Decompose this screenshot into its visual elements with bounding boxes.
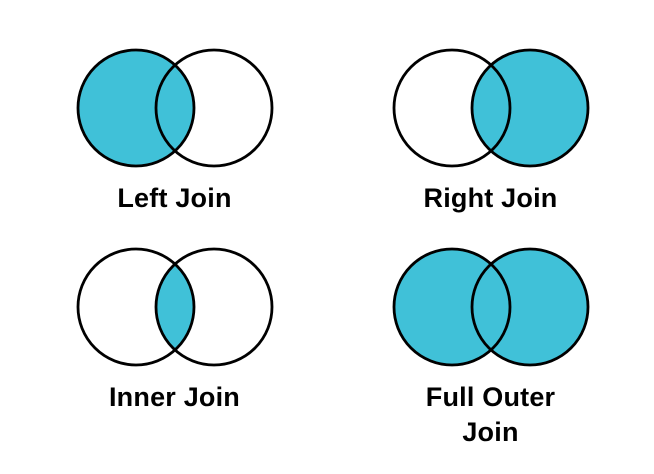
diagram-label-left-join: Left Join: [117, 183, 232, 213]
diagram-cell-inner-join: Inner Join: [0, 237, 327, 474]
diagram-cell-right-join: Right Join: [327, 0, 654, 237]
diagram-cell-full-outer-join: Full Outer Join: [327, 237, 654, 474]
right-circle-outline: [470, 247, 589, 367]
venn-left-join: [76, 48, 273, 168]
venn-inner-join: [76, 247, 273, 367]
diagram-label-inner-join: Inner Join: [108, 382, 240, 412]
left-circle-outline: [392, 48, 511, 168]
diagram-label-right-join: Right Join: [423, 183, 558, 213]
right-circle-outline: [154, 247, 273, 367]
venn-full-outer-join: [392, 247, 589, 367]
venn-right-join: [392, 48, 589, 168]
diagram-cell-left-join: Left Join: [0, 0, 327, 237]
left-circle-outline: [76, 247, 195, 367]
left-circle-outline: [392, 247, 511, 367]
diagram-label-full-outer-join: Full Outer Join: [425, 382, 556, 448]
right-circle-outline: [154, 48, 273, 168]
left-circle-outline: [76, 48, 195, 168]
right-circle-outline: [470, 48, 589, 168]
